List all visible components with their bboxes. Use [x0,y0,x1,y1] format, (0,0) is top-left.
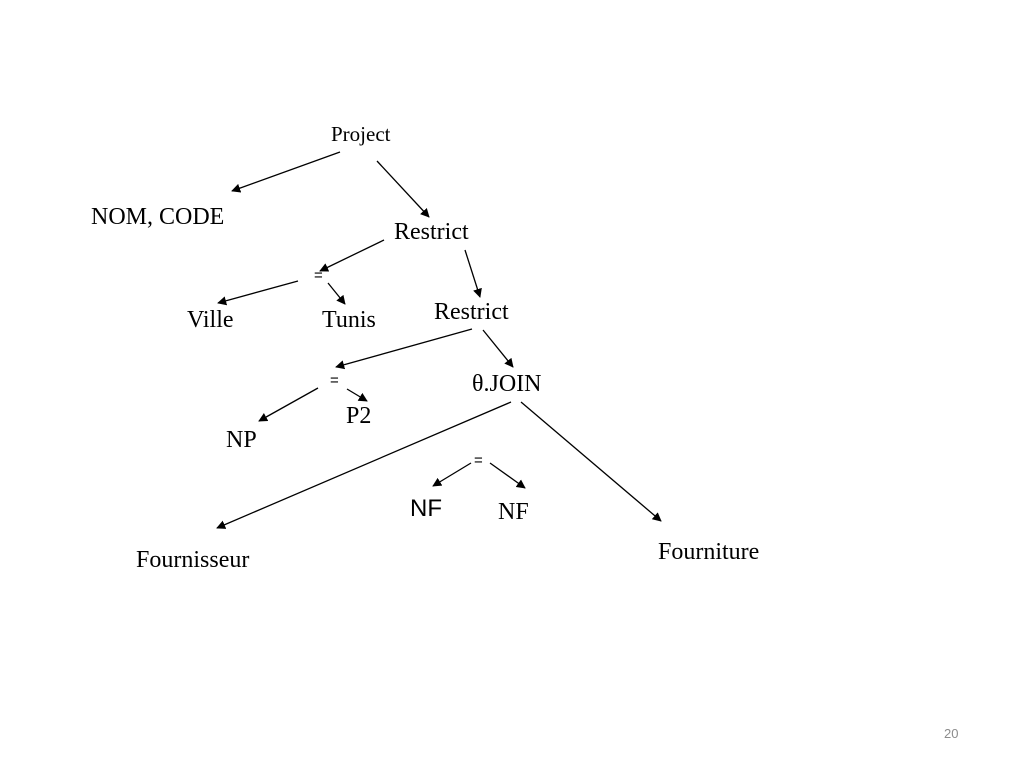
join-left-attribute: NF [410,495,442,522]
page-number: 20 [944,726,959,741]
edge-operator-3-to-right-nf [489,462,526,489]
restrict-1-operator: = [314,267,323,284]
edge-project-to-attributes [231,151,341,193]
join-operator: = [474,452,483,469]
edge-restrict-1-to-restrict-2 [464,249,482,298]
fournisseur-relation: Fournisseur [136,547,250,573]
fourniture-relation: Fourniture [658,539,760,565]
theta-join-node: θ.JOIN [472,371,542,397]
ville-label: Ville [187,307,234,333]
edge-operator-2-to-np [258,387,319,422]
join-right-attribute: NF [498,499,529,525]
edge-operator-3-to-left-nf [432,462,472,487]
edge-join-to-fourniture [520,401,662,522]
edge-operator-1-to-ville [217,280,299,306]
edge-join-to-fournisseur [216,401,512,529]
restrict-node-2: Restrict [434,299,509,325]
edge-restrict-2-to-join [482,329,514,368]
edge-operator-2-to-p2 [346,388,368,402]
edge-restrict-2-to-operator [335,328,473,370]
projection-attributes-label: NOM, CODE [91,204,225,230]
edge-restrict-1-to-operator [319,239,385,272]
edge-project-to-restrict-1 [376,160,430,218]
restrict-2-operator: = [330,372,339,389]
project-node: Project [331,122,391,146]
edge-operator-1-to-tunis [327,282,346,305]
p2-label: P2 [346,403,372,429]
restrict-node-1: Restrict [394,219,469,245]
np-label: NP [226,427,257,453]
tunis-label: Tunis [322,307,376,333]
